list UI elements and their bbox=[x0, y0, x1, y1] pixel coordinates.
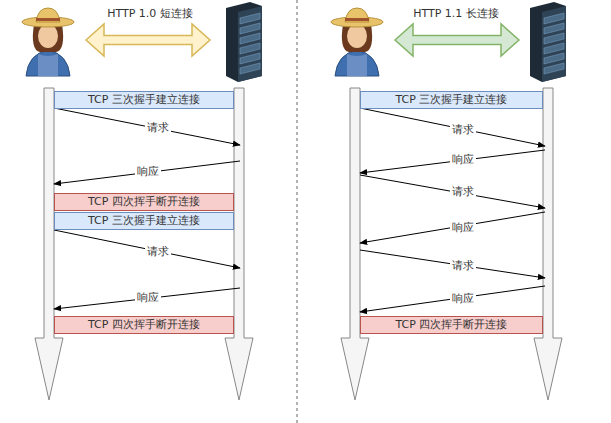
message-label: 响应 bbox=[450, 153, 476, 166]
connection-band: TCP 三次握手建立连接 bbox=[54, 91, 234, 109]
divider bbox=[297, 0, 298, 423]
band-text: TCP 四次挥手断开连接 bbox=[396, 318, 508, 331]
double-arrow bbox=[86, 24, 210, 56]
message-label: 请求 bbox=[145, 245, 171, 258]
message-arrow bbox=[54, 288, 240, 309]
message-arrow bbox=[360, 175, 545, 208]
double-arrow bbox=[395, 24, 519, 56]
message-label: 请求 bbox=[145, 121, 171, 134]
message-label: 响应 bbox=[450, 221, 476, 234]
message-arrow bbox=[360, 250, 545, 278]
message-arrow bbox=[54, 230, 240, 268]
band-text: TCP 四次挥手断开连接 bbox=[88, 318, 200, 331]
connection-band: TCP 四次挥手断开连接 bbox=[360, 316, 543, 334]
timeline bbox=[534, 88, 562, 400]
connection-band: TCP 三次握手建立连接 bbox=[360, 91, 543, 109]
server-icon bbox=[530, 2, 566, 82]
message-arrow bbox=[360, 150, 545, 173]
message-arrow bbox=[360, 108, 545, 146]
message-arrow bbox=[54, 108, 240, 145]
message-label: 请求 bbox=[450, 259, 476, 272]
connection-band: TCP 四次挥手断开连接 bbox=[54, 193, 234, 211]
message-arrow bbox=[360, 212, 545, 243]
band-text: TCP 三次握手建立连接 bbox=[396, 93, 508, 106]
timeline bbox=[35, 88, 63, 400]
message-label: 请求 bbox=[450, 123, 476, 136]
band-text: TCP 三次握手建立连接 bbox=[88, 214, 200, 227]
message-arrow bbox=[54, 161, 240, 184]
user-icon bbox=[22, 8, 74, 76]
message-label: 响应 bbox=[450, 292, 476, 305]
message-label: 响应 bbox=[135, 291, 161, 304]
message-label: 响应 bbox=[135, 165, 161, 178]
connection-band: TCP 四次挥手断开连接 bbox=[54, 316, 234, 334]
user-icon bbox=[331, 8, 383, 76]
panel-title: HTTP 1.1 长连接 bbox=[411, 7, 501, 20]
message-label: 请求 bbox=[450, 185, 476, 198]
message-arrow bbox=[360, 286, 545, 312]
panel-title: HTTP 1.0 短连接 bbox=[105, 7, 195, 20]
band-text: TCP 三次握手建立连接 bbox=[88, 93, 200, 106]
band-text: TCP 四次挥手断开连接 bbox=[88, 195, 200, 208]
timeline bbox=[225, 88, 253, 400]
timeline bbox=[341, 88, 369, 400]
connection-band: TCP 三次握手建立连接 bbox=[54, 212, 234, 230]
server-icon bbox=[226, 2, 262, 82]
